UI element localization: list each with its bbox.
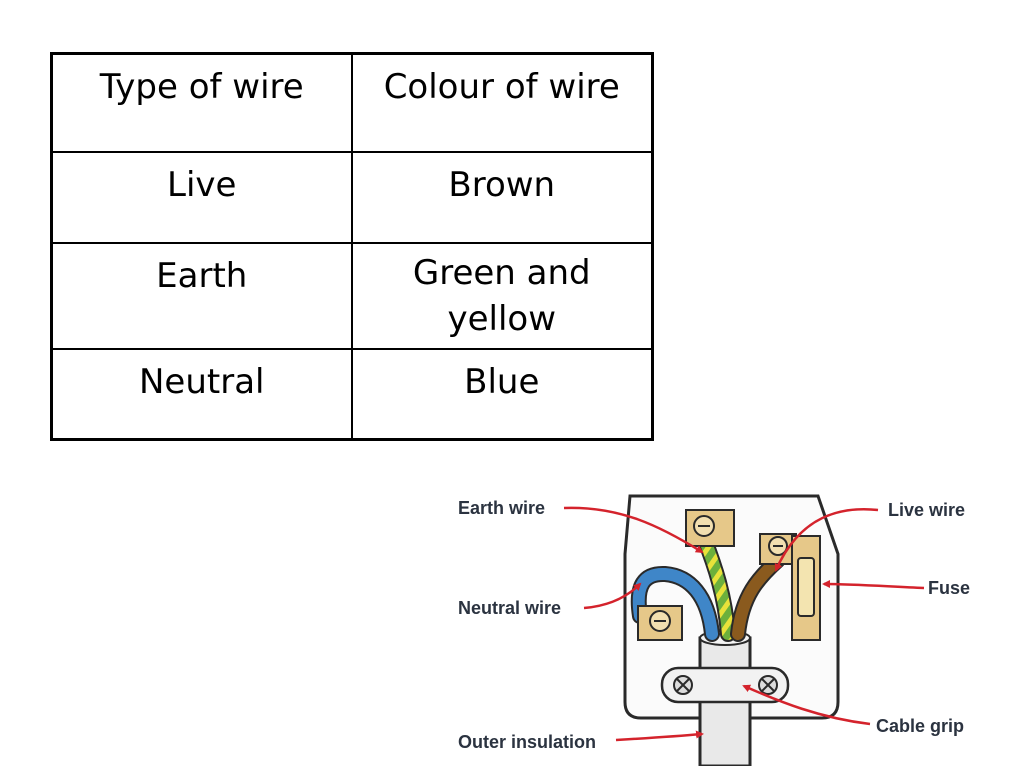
cell-wire-type: Neutral (50, 347, 353, 441)
label-neutral-wire: Neutral wire (458, 598, 561, 618)
wire-colour-table: Type of wire Colour of wire Live Brown E… (50, 52, 654, 441)
live-terminal (759, 533, 797, 565)
label-live-wire: Live wire (888, 500, 965, 520)
header-colour-of-wire: Colour of wire (350, 52, 654, 153)
outer-insulation-pointer (615, 730, 704, 742)
plug-wiring-diagram: Earth wire Live wire Fuse Neutral wire O… (440, 466, 995, 766)
live-wire-fill (732, 554, 784, 640)
table-row: Earth Green and yellow (50, 241, 654, 350)
cell-wire-colour: Green and yellow (350, 241, 654, 350)
label-earth-wire: Earth wire (458, 498, 545, 518)
label-outer-insulation: Outer insulation (458, 732, 596, 752)
table-row: Neutral Blue (50, 347, 654, 441)
cell-wire-colour: Brown (350, 150, 654, 244)
neutral-terminal (637, 605, 683, 641)
live-wire-pointer (774, 508, 879, 572)
plug-diagram-svg: Earth wire Live wire Fuse Neutral wire O… (458, 494, 970, 766)
fuse-pointer (822, 580, 925, 590)
cell-wire-type: Earth (50, 241, 353, 350)
cell-wire-colour: Blue (350, 347, 654, 441)
label-fuse: Fuse (928, 578, 970, 598)
header-type-of-wire: Type of wire (50, 52, 353, 153)
neutral-wire-pointer (583, 582, 642, 610)
cable-grip (660, 666, 790, 704)
table-row: Live Brown (50, 150, 654, 244)
earth-wire-pointer (563, 506, 704, 554)
label-cable-grip: Cable grip (876, 716, 964, 736)
earth-terminal (685, 509, 735, 547)
cable-grip-pointer (742, 684, 871, 726)
neutral-wire-fill (632, 567, 718, 640)
cell-wire-type: Live (50, 150, 353, 244)
table-header-row: Type of wire Colour of wire (50, 52, 654, 153)
fuse (791, 535, 821, 641)
